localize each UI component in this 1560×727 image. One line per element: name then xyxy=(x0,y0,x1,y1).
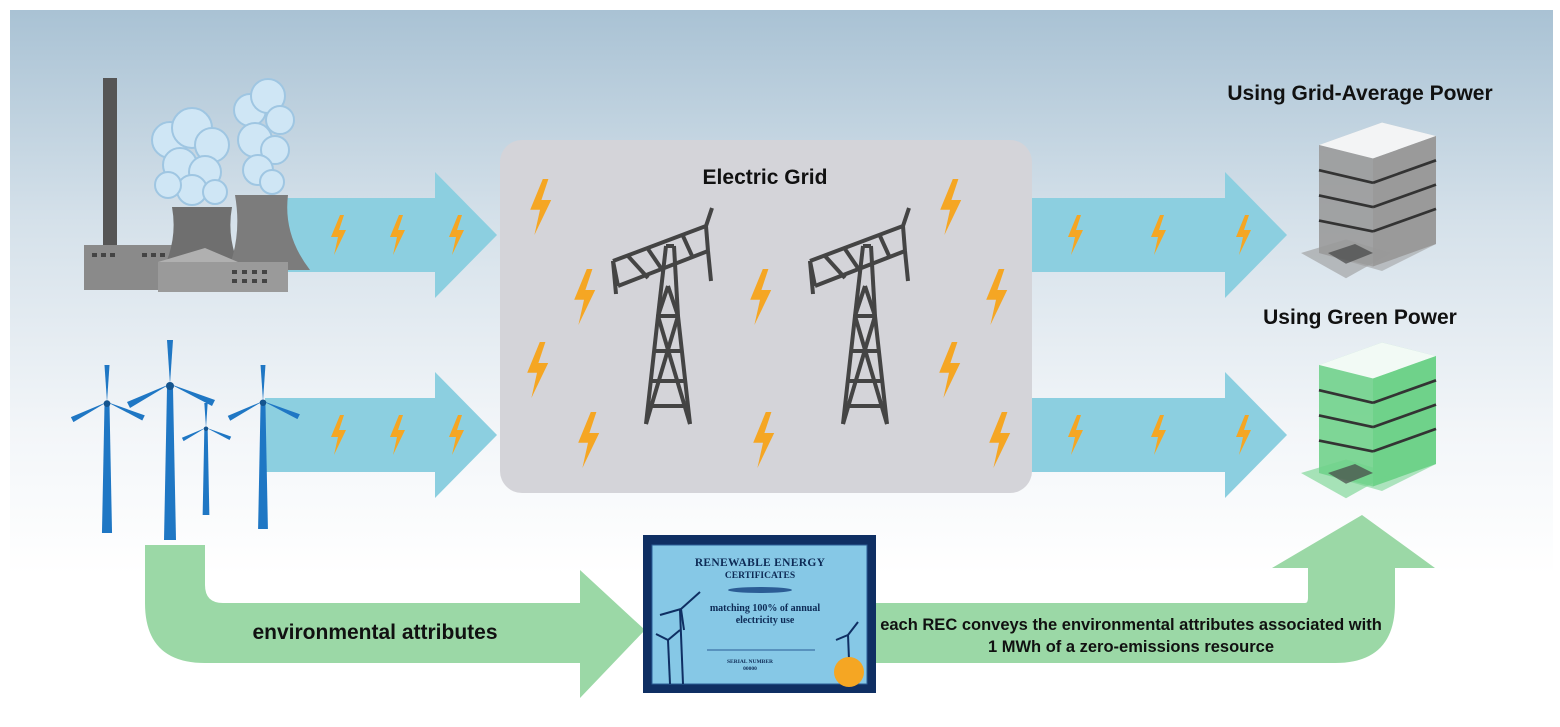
green-power-label: Using Green Power xyxy=(1263,306,1457,329)
rec-certificate xyxy=(643,535,876,693)
certificate-seal-icon xyxy=(834,657,864,687)
certificate-serial-value: 00000 xyxy=(743,666,757,672)
certificate-serial-label: SERIAL NUMBER xyxy=(727,659,773,665)
steam-cloud-icon xyxy=(151,78,295,206)
certificate-body: matching 100% of annual electricity use xyxy=(709,603,821,626)
attribute-flow-arrow xyxy=(145,515,1435,698)
electric-grid-title: Electric Grid xyxy=(702,166,828,189)
certificate-title: RENEWABLE ENERGY xyxy=(694,557,826,569)
office-building-icon xyxy=(1299,341,1438,500)
grid-average-power-label: Using Grid-Average Power xyxy=(1227,82,1493,105)
wind-turbine-icon xyxy=(70,340,300,540)
certificate-serial: SERIAL NUMBER 00000 xyxy=(690,659,810,673)
rec-description-label: each REC conveys the environmental attri… xyxy=(880,616,1382,656)
power-plant-icon xyxy=(84,78,310,292)
environmental-attributes-label: environmental attributes xyxy=(252,621,498,644)
office-building-icon xyxy=(1299,121,1438,280)
certificate-subtitle: CERTIFICATES xyxy=(724,571,796,581)
